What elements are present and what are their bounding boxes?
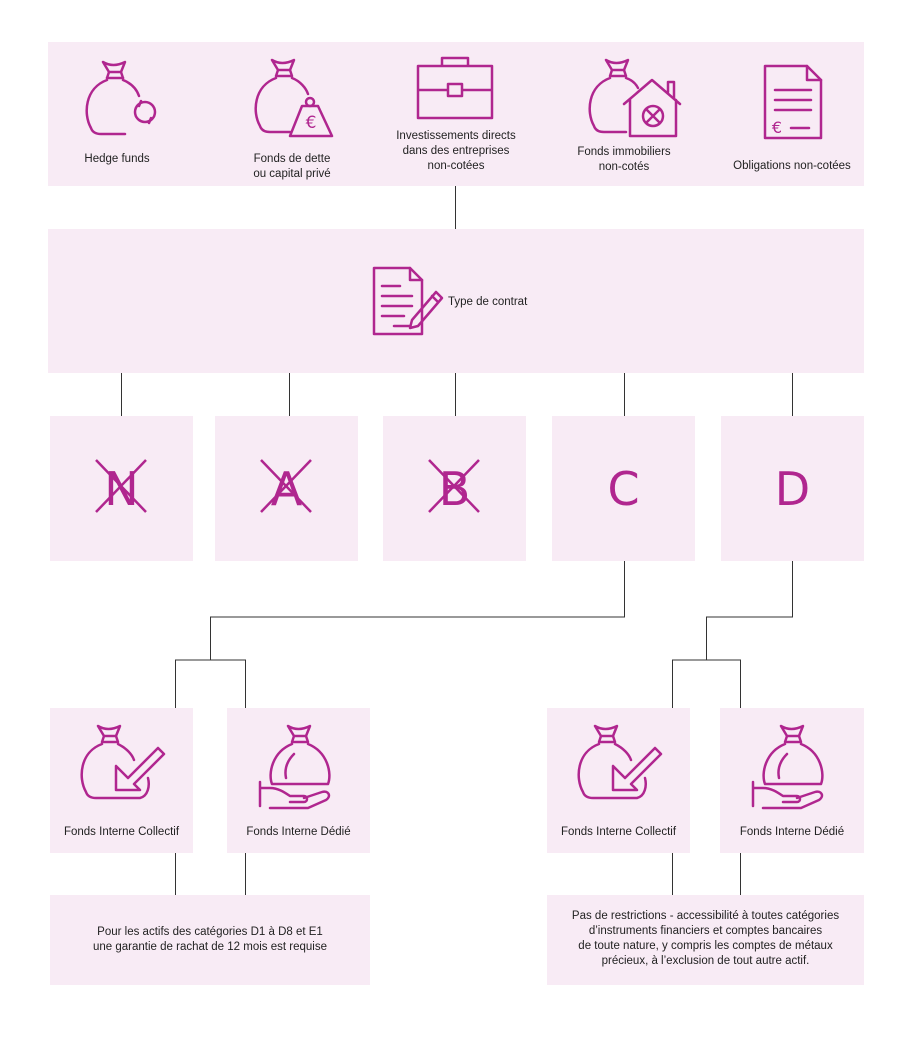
hedge-funds-label: Hedge funds [84, 153, 150, 165]
contract-letter: N [104, 461, 139, 516]
money-bag-refresh-icon [81, 58, 163, 142]
contract-pen-icon [372, 266, 444, 336]
d-dedicated-fund-box [720, 708, 864, 853]
svg-text:€: € [306, 113, 317, 133]
c-collective-fund-box [50, 708, 193, 853]
contract-letter: B [438, 461, 471, 516]
left-note-text: Pour les actifs des catégories D1 à D8 e… [93, 926, 327, 953]
money-bag-hand-icon [258, 722, 342, 810]
c-dedicated-fund-box [227, 708, 370, 853]
contract-type-n: N [50, 416, 193, 561]
direct-investments-label: Investissements directs dans des entrepr… [396, 130, 516, 172]
contract-letter: A [270, 461, 303, 516]
right-note-box [547, 895, 864, 985]
bonds-label: Obligations non-cotées [733, 160, 851, 172]
money-bag-euro-weight-icon: € [250, 56, 338, 142]
money-bag-house-icon [586, 56, 682, 140]
d-dedicated-label: Fonds Interne Dédié [739, 826, 845, 838]
briefcase-icon [416, 56, 494, 122]
excluded-cross-icon [428, 459, 480, 513]
private-debt-label: Fonds de dette ou capital privé [253, 153, 331, 180]
contract-type-d: D [721, 416, 864, 561]
contract-letter: C [607, 461, 640, 516]
contract-type-b: B [383, 416, 526, 561]
d-collective-label: Fonds Interne Collectif [560, 826, 677, 838]
contract-type-label: Type de contrat [448, 296, 528, 308]
money-bag-arrow-icon [76, 722, 172, 808]
real-estate-label: Fonds immobiliers non-cotés [577, 146, 671, 173]
excluded-cross-icon [95, 459, 147, 513]
euro-document-icon: € [763, 64, 823, 140]
money-bag-arrow-icon [573, 722, 669, 808]
svg-text:€: € [772, 118, 782, 137]
d-collective-fund-box [547, 708, 690, 853]
excluded-cross-icon [260, 459, 312, 513]
left-note-box [50, 895, 370, 985]
c-collective-label: Fonds Interne Collectif [63, 826, 180, 838]
c-dedicated-label: Fonds Interne Dédié [246, 826, 351, 838]
contract-type-a: A [215, 416, 358, 561]
right-note-text: Pas de restrictions - accessibilité à to… [571, 910, 840, 967]
contract-letter: D [774, 461, 811, 516]
contract-type-c: C [552, 416, 695, 561]
contract-type-box [48, 229, 864, 373]
money-bag-hand-icon [751, 722, 835, 810]
